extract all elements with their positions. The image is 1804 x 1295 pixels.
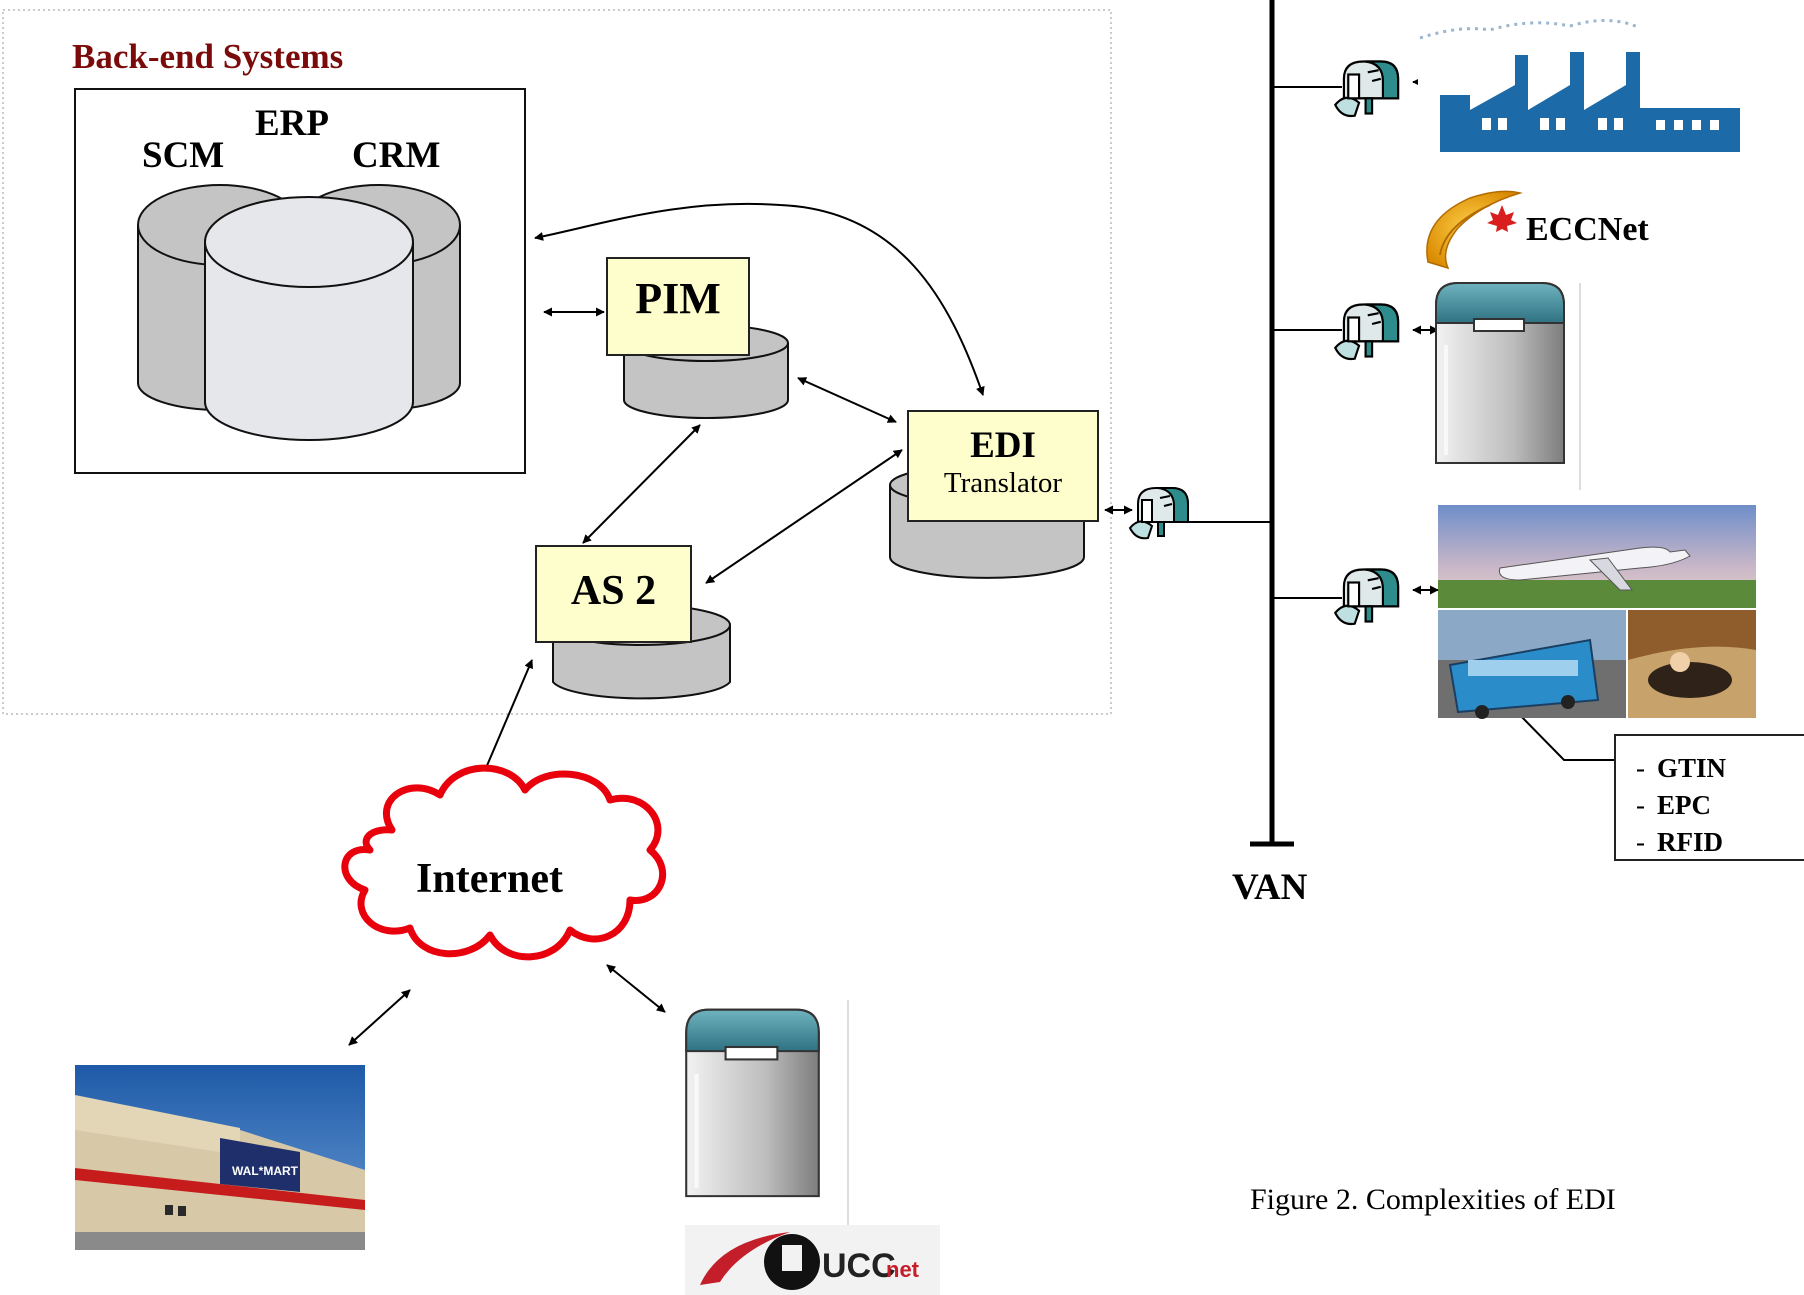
arrow-pim-as2 (582, 424, 701, 544)
mailbox-icon (1334, 303, 1400, 361)
backend-title: Back-end Systems (72, 37, 344, 76)
internet-cloud (341, 764, 667, 961)
arrow-edi-as2 (705, 449, 903, 584)
arrow-pim-edi (797, 377, 897, 423)
mailbox-icon (1129, 487, 1189, 540)
mailbox-icon (1334, 568, 1400, 626)
backend-region (2, 9, 1112, 715)
edi-subtitle: Translator (943, 467, 1063, 499)
arrow-backend-edi (534, 202, 985, 396)
connectors (348, 77, 1439, 1046)
transport-photo (1438, 505, 1756, 719)
erp-database-cylinder (204, 196, 414, 441)
maple-leaf-icon (1426, 190, 1523, 270)
uccnet-logo: UCC net (685, 1225, 940, 1295)
edi-translator-node: EDI Translator (907, 410, 1099, 522)
legend-item-epc: -EPC (1636, 790, 1711, 820)
server-icon (1434, 281, 1566, 465)
as2-label: AS 2 (570, 568, 657, 614)
arrow-internet-store (348, 989, 411, 1046)
figure-caption: Figure 2. Complexities of EDI (1250, 1183, 1616, 1216)
crm-label: CRM (352, 135, 441, 176)
arrow-as2-internet (482, 659, 533, 776)
internet-label: Internet (416, 856, 563, 902)
store-photo: WAL*MART (75, 1065, 365, 1250)
standards-legend: -GTIN -EPC -RFID (1614, 734, 1804, 861)
legend-connector (1516, 711, 1614, 761)
legend-item-gtin: -GTIN (1636, 753, 1727, 783)
factory-icon (1418, 8, 1745, 158)
svg-text:WAL*MART: WAL*MART (232, 1164, 299, 1178)
scm-label: SCM (142, 135, 225, 176)
server-icon (686, 1010, 819, 1196)
eccnet-label: ECCNet (1526, 211, 1649, 248)
arrow-internet-uccnet (606, 964, 666, 1013)
mailbox-icon (1334, 60, 1400, 118)
svg-text:UCC: UCC (822, 1247, 896, 1285)
pim-node: PIM (606, 257, 750, 356)
van-label: VAN (1232, 867, 1308, 908)
erp-label: ERP (255, 103, 329, 144)
legend-item-rfid: -RFID (1636, 827, 1723, 857)
as2-node: AS 2 (535, 545, 692, 643)
pim-label: PIM (635, 274, 721, 323)
edi-label: EDI (970, 425, 1036, 466)
svg-text:net: net (886, 1257, 920, 1282)
